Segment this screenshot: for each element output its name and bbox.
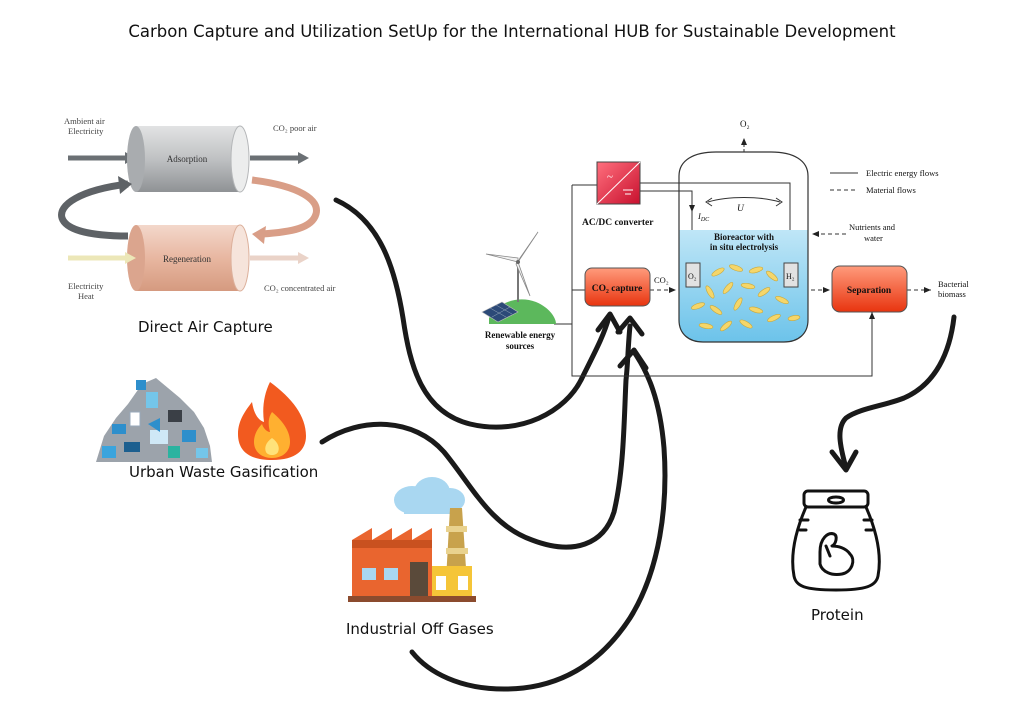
co2-poor-air-arrow bbox=[250, 152, 309, 164]
ambient-air-text: Ambient air bbox=[64, 116, 105, 126]
current-label: IDC bbox=[697, 211, 710, 223]
legend-electric: Electric energy flows bbox=[866, 168, 939, 178]
process-schematic: ~ AC/DC converter O₂ U IDC Bioreactor wi… bbox=[481, 119, 969, 377]
ambient-air-arrow bbox=[68, 152, 136, 164]
flame-icon bbox=[238, 382, 306, 460]
factory-icon bbox=[348, 477, 476, 602]
h2-electrode bbox=[783, 262, 799, 288]
dac-label: Direct Air Capture bbox=[138, 318, 273, 336]
converter-label: AC/DC converter bbox=[582, 218, 654, 228]
cycle-arrow-right bbox=[251, 176, 320, 244]
co2-concentrated-arrow bbox=[250, 252, 309, 264]
bioreactor-label-2: in situ electrolysis bbox=[710, 242, 779, 252]
h2-electrode-label: H₂ bbox=[786, 272, 795, 281]
dac-flow-arrow bbox=[333, 197, 612, 430]
biomass-flow-arrow bbox=[837, 314, 957, 471]
waste-flow-arrow bbox=[319, 323, 633, 550]
co2-capture-label: CO₂ capture bbox=[592, 284, 642, 294]
voltage-label: U bbox=[737, 204, 745, 214]
dac-diagram: Adsorption Regeneration Ambient air Elec… bbox=[58, 116, 336, 301]
protein-label: Protein bbox=[811, 606, 864, 624]
legend bbox=[830, 172, 858, 191]
bacterial-label-1: Bacterial bbox=[938, 279, 969, 289]
legend-material: Material flows bbox=[866, 185, 916, 195]
co2-capture-box bbox=[584, 267, 651, 307]
renewable-label-2: sources bbox=[506, 341, 535, 351]
page-title: Carbon Capture and Utilization SetUp for… bbox=[128, 22, 896, 41]
electricity-heat-arrow bbox=[68, 252, 136, 264]
o2-electrode-label: O₂ bbox=[688, 272, 697, 281]
bioreactor-label-1: Bioreactor with bbox=[714, 232, 774, 242]
regeneration-label: Regeneration bbox=[163, 254, 211, 264]
protein-bag-icon bbox=[791, 489, 881, 592]
cycle-arrow-left bbox=[58, 176, 132, 240]
nutrients-label-1: Nutrients and bbox=[849, 222, 896, 232]
adsorption-label: Adsorption bbox=[167, 154, 208, 164]
flow-arrows bbox=[319, 197, 957, 692]
regeneration-cylinder bbox=[127, 224, 250, 292]
co2-flow-label: CO₂ bbox=[654, 275, 669, 285]
electricity-bottom-text: Electricity bbox=[68, 281, 104, 291]
urban-waste-label: Urban Waste Gasification bbox=[129, 463, 319, 481]
co2-poor-air-text: CO₂ poor air bbox=[273, 123, 317, 133]
bacterial-label-2: biomass bbox=[938, 289, 966, 299]
solar-panel-icon bbox=[481, 301, 519, 323]
waste-pile-icon bbox=[96, 378, 212, 462]
industrial-flow-arrow bbox=[409, 349, 668, 692]
renewable-label-1: Renewable energy bbox=[485, 330, 556, 340]
separation-label: Separation bbox=[847, 286, 892, 296]
industrial-label: Industrial Off Gases bbox=[346, 620, 494, 638]
material-flows bbox=[650, 231, 931, 293]
svg-text:~: ~ bbox=[607, 171, 613, 183]
electricity-text: Electricity bbox=[68, 126, 104, 136]
nutrients-label-2: water bbox=[864, 233, 883, 243]
o2-top-label: O₂ bbox=[740, 119, 750, 129]
adsorption-cylinder bbox=[127, 125, 250, 193]
o2-electrode bbox=[685, 262, 701, 288]
acdc-converter: ~ bbox=[596, 161, 641, 205]
co2-concentrated-text: CO₂ concentrated air bbox=[264, 283, 336, 293]
flow-arrowheads bbox=[595, 311, 859, 473]
heat-text: Heat bbox=[78, 291, 95, 301]
bacteria-cells bbox=[691, 264, 801, 332]
